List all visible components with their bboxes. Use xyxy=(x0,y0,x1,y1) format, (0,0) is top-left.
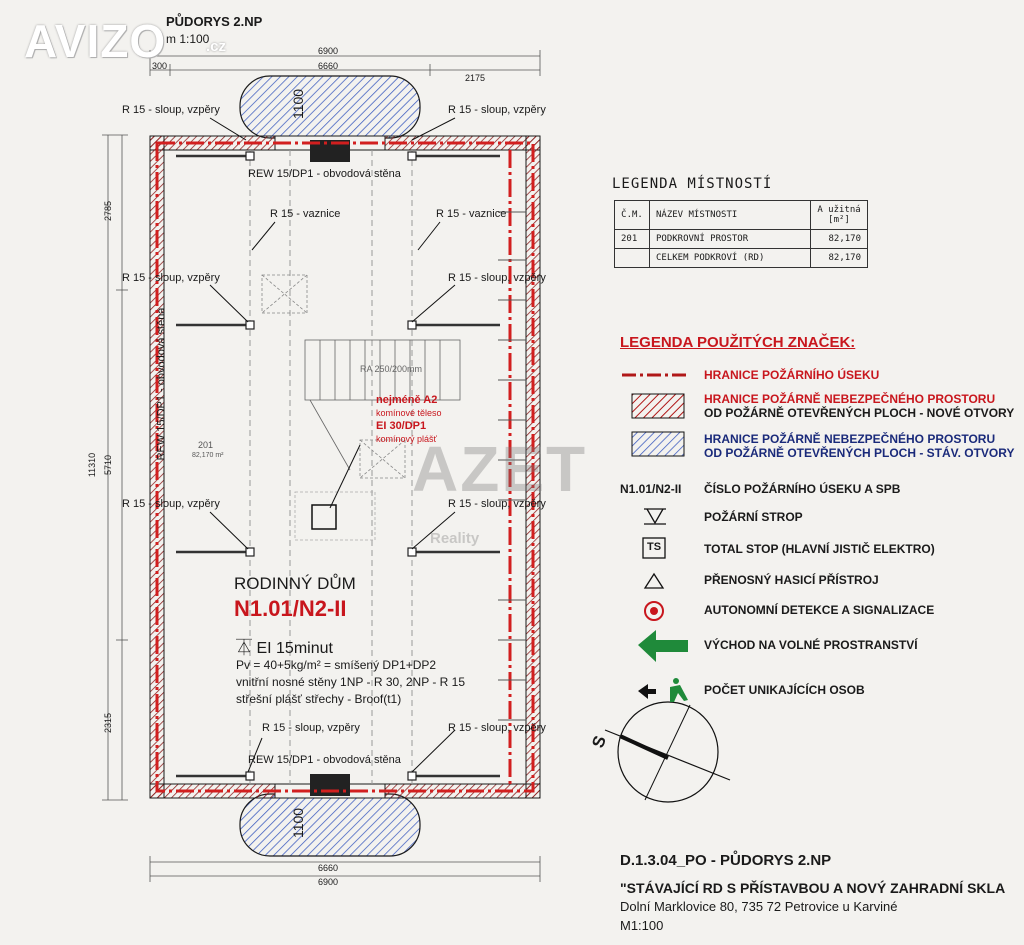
label-post-tl: R 15 - sloup, vzpěry xyxy=(122,104,220,116)
dim-left-total: 11310 xyxy=(87,452,98,478)
dim-bottom: 6900 xyxy=(318,877,339,887)
label-post-lr: R 15 - sloup, vzpěry xyxy=(448,498,546,510)
label-post-tr: R 15 - sloup, vzpěry xyxy=(448,104,546,116)
leader-lines xyxy=(209,117,456,773)
label-room-area: 82,170 m² xyxy=(192,452,224,459)
drawing-scale: M1:100 xyxy=(620,918,664,933)
project-name: "STÁVAJÍCÍ RD S PŘÍSTAVBOU A NOVÝ ZAHRAD… xyxy=(620,880,1006,896)
zone-code: N1.01/N2-II xyxy=(234,596,347,621)
avizo-logo: AVIZO xyxy=(24,15,167,67)
rooms-col-no: Č.M. xyxy=(614,200,650,230)
symbols-legend-title: LEGENDA POUŽITÝCH ZNAČEK: xyxy=(620,334,856,351)
label-room-no: 201 xyxy=(198,440,214,450)
label-rew-side: REW 15/DP1 - obvodová stěna xyxy=(155,307,168,461)
legend-total-stop: TOTAL STOP (HLAVNÍ JISTIČ ELEKTRO) xyxy=(704,542,935,556)
dim-top-mid: 6660 xyxy=(318,61,339,71)
posts-and-struts xyxy=(176,154,500,778)
roof-ribs xyxy=(498,211,526,721)
fire-ceiling-icon: ⏄ xyxy=(236,640,253,657)
project-address: Dolní Marklovice 80, 735 72 Petrovice u … xyxy=(620,899,898,914)
label-rew-top: REW 15/DP1 - obvodová stěna xyxy=(248,168,401,180)
table-total-row: CELKEM PODKROVÍ (RD) 82,170 xyxy=(614,248,868,268)
agency-watermark: AZET xyxy=(412,433,588,505)
outer-walls xyxy=(149,135,541,799)
zone-walls: vnitřní nosné stěny 1NP - R 30, 2NP - R … xyxy=(236,675,466,689)
dimension-lines-left xyxy=(102,134,128,801)
plan-title: PŮDORYS 2.NP xyxy=(166,14,263,29)
legend-zone-code: ČÍSLO POŽÁRNÍHO ÚSEKU A SPB xyxy=(704,482,901,496)
room-no-cell: 201 xyxy=(614,229,650,249)
rooms-col-name: NÁZEV MÍSTNOSTI xyxy=(649,200,811,230)
legend-danger-new: HRANICE POŽÁRNĚ NEBEZPEČNÉHO PROSTORU OD… xyxy=(704,392,1015,420)
label-chimney-c: EI 30/DP1 xyxy=(376,420,427,432)
total-value-cell: 82,170 xyxy=(810,248,868,268)
legend-exit: VÝCHOD NA VOLNÉ PROSTRANSTVÍ xyxy=(704,638,918,652)
label-post-bl: R 15 - sloup, vzpěry xyxy=(262,722,360,734)
roof-beams xyxy=(249,150,413,784)
legend-zone-code-symbol: N1.01/N2-II xyxy=(620,482,682,496)
avizo-logo-tld: .cz xyxy=(206,38,227,55)
fire-boundary-line xyxy=(155,141,535,793)
balcony-dim-bottom: 1100 xyxy=(290,807,307,839)
zone-pv: Pv = 40+5kg/m² = smíšený DP1+DP2 xyxy=(236,658,437,672)
agency-watermark-sub: Reality xyxy=(430,530,480,547)
legend-symbols xyxy=(622,373,688,702)
legend-fire-boundary: HRANICE POŽÁRNÍHO ÚSEKU xyxy=(704,368,880,382)
label-chimney-d: komínový plášť xyxy=(376,434,437,444)
dim-top: 6900 xyxy=(318,46,339,56)
label-chimney-b: komínové těleso xyxy=(376,408,442,418)
zone-roof: střešní plášť střechy - Broof(t1) xyxy=(236,692,402,706)
balcony-top xyxy=(239,75,421,139)
staircase xyxy=(304,339,461,471)
post-markers xyxy=(245,151,417,781)
label-rew-bottom: REW 15/DP1 - obvodová stěna xyxy=(248,754,401,766)
balcony-dim-top: 1100 xyxy=(290,88,307,120)
label-post-ll: R 15 - sloup, vzpěry xyxy=(122,498,220,510)
label-beam-right: R 15 - vaznice xyxy=(436,208,507,220)
total-label-cell: CELKEM PODKROVÍ (RD) xyxy=(649,248,811,268)
dim-left-b: 5710 xyxy=(103,454,114,476)
label-post-br: R 15 - sloup, vzpěry xyxy=(448,722,546,734)
zone-building: RODINNÝ DŮM xyxy=(234,574,356,593)
dim-left-c: 2315 xyxy=(103,712,114,734)
label-post-ml: R 15 - sloup, vzpěry xyxy=(122,272,220,284)
legend-danger-existing: HRANICE POŽÁRNĚ NEBEZPEČNÉHO PROSTORU OD… xyxy=(704,432,1015,460)
total-stop-icon: TS xyxy=(647,541,662,553)
dim-top-left: 300 xyxy=(152,61,168,71)
dim-bottom-sub: 6660 xyxy=(318,863,339,873)
dimension-lines-bottom xyxy=(149,856,541,882)
zone-ei: ⏄ EI 15minut xyxy=(236,640,333,657)
balcony-bottom xyxy=(239,793,421,857)
rooms-legend-title: LEGENDA MÍSTNOSTÍ xyxy=(612,176,773,192)
rooms-table: Č.M. NÁZEV MÍSTNOSTI A užitná [m²] 201 P… xyxy=(614,200,868,268)
dimension-lines-top xyxy=(149,50,541,76)
chimney xyxy=(311,504,337,530)
rooms-col-area: A užitná [m²] xyxy=(810,200,868,230)
label-chimney-a: nejméně A2 xyxy=(376,394,438,406)
legend-persons: POČET UNIKAJÍCÍCH OSOB xyxy=(704,683,865,697)
legend-fire-ceiling: POŽÁRNÍ STROP xyxy=(704,510,803,524)
table-row: 201 PODKROVNÍ PROSTOR 82,170 xyxy=(614,229,868,249)
label-stair: RA 250/200mm xyxy=(360,364,423,374)
dim-left-a: 2785 xyxy=(103,200,114,222)
dim-top-right: 2175 xyxy=(465,73,486,83)
room-name-cell: PODKROVNÍ PROSTOR xyxy=(649,229,811,249)
north-arrow xyxy=(604,701,731,803)
label-post-mr: R 15 - sloup, vzpěry xyxy=(448,272,546,284)
drawing-code: D.1.3.04_PO - PŮDORYS 2.NP xyxy=(620,852,832,869)
label-beam-left: R 15 - vaznice xyxy=(270,208,341,220)
rooms-table-header: Č.M. NÁZEV MÍSTNOSTI A užitná [m²] xyxy=(614,200,868,230)
chimney-outer xyxy=(294,491,376,541)
legend-detector: AUTONOMNÍ DETEKCE A SIGNALIZACE xyxy=(704,603,935,617)
room-area-cell: 82,170 xyxy=(810,229,868,249)
legend-extinguisher: PŘENOSNÝ HASICÍ PŘÍSTROJ xyxy=(704,573,879,587)
skylights xyxy=(261,274,406,479)
plan-scale: m 1:100 xyxy=(166,32,210,46)
